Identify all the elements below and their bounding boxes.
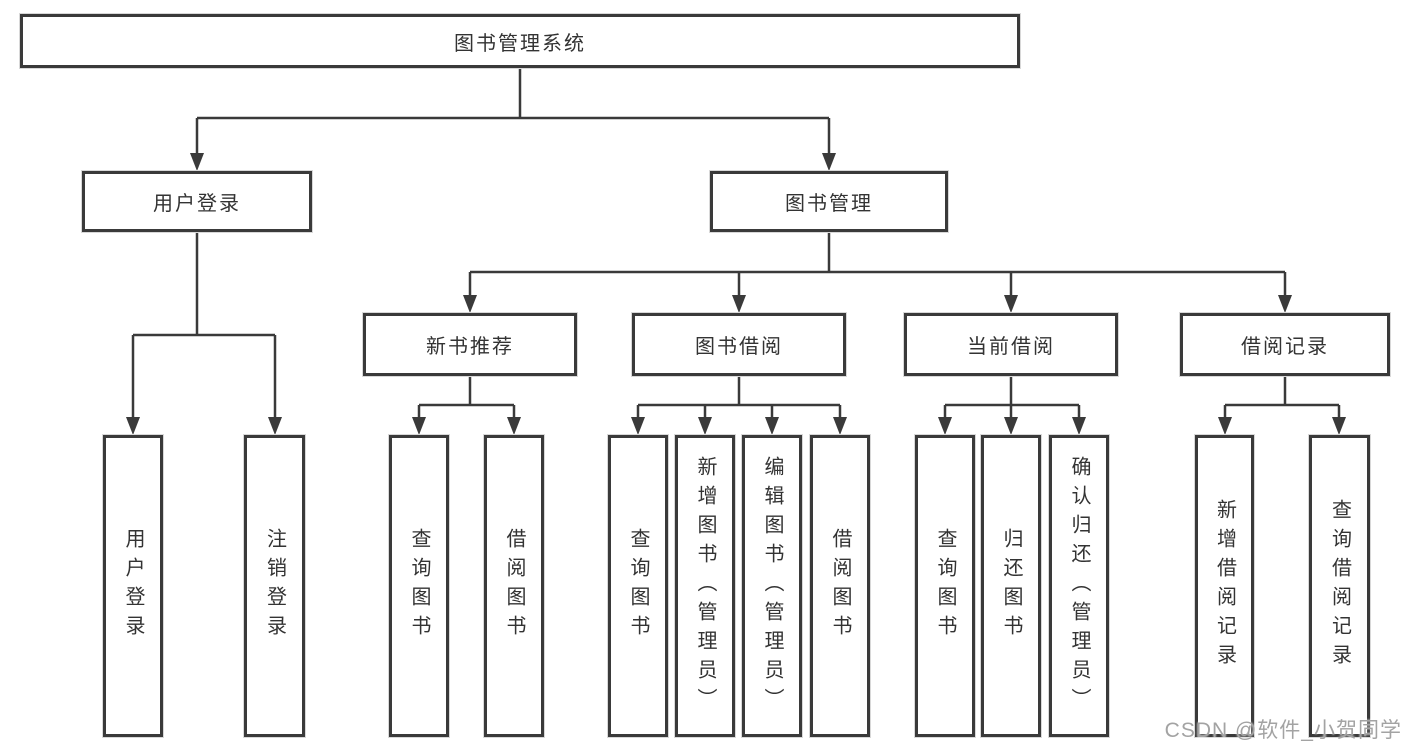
node-user-login: 用户登录 [82,171,312,232]
node-borrow-records: 借阅记录 [1180,313,1390,376]
leaf-query-books-recommend: 查询图书 [389,435,449,737]
leaf-return-book: 归还图书 [981,435,1041,737]
connector-root-to-level2 [195,68,831,156]
leaf-logout: 注销登录 [244,435,305,737]
connector-bookmgmt-to-level3 [468,232,1287,298]
node-label: 确认归还（管理员） [1068,455,1090,717]
csdn-watermark: CSDN @软件_小贺同学 [1164,719,1402,742]
connector-borrow-to-leaves [636,376,842,420]
leaf-query-books-current: 查询图书 [915,435,975,737]
connector-userlogin-to-leaves [131,232,277,420]
node-label: 用户登录 [122,528,144,644]
leaf-borrow-books-borrow: 借阅图书 [810,435,870,737]
leaf-query-borrow-record: 查询借阅记录 [1309,435,1370,737]
node-label: 新书推荐 [426,336,514,358]
node-book-borrow: 图书借阅 [632,313,846,376]
connector-newbook-to-leaves [417,376,516,420]
leaf-borrow-books-recommend: 借阅图书 [484,435,544,737]
node-current-borrow: 当前借阅 [904,313,1118,376]
node-label: 归还图书 [1000,528,1022,644]
leaf-edit-book-admin: 编辑图书（管理员） [742,435,802,737]
node-label: 当前借阅 [967,336,1055,358]
node-label: 新增图书（管理员） [694,455,716,717]
leaf-query-books-borrow: 查询图书 [608,435,668,737]
node-label: 借阅记录 [1241,336,1329,358]
node-label: 查询图书 [934,528,956,644]
arrowheads [126,153,1346,435]
leaf-add-borrow-record: 新增借阅记录 [1195,435,1254,737]
node-label: 查询图书 [627,528,649,644]
node-label: 编辑图书（管理员） [761,455,783,717]
connector-current-to-leaves [943,376,1081,420]
node-label: 用户登录 [153,193,241,215]
node-label: 查询借阅记录 [1328,499,1351,673]
leaf-add-book-admin: 新增图书（管理员） [675,435,735,737]
node-label: 借阅图书 [829,528,851,644]
node-label: 注销登录 [263,528,286,644]
node-label: 图书管理 [785,193,873,215]
leaf-confirm-return-admin: 确认归还（管理员） [1049,435,1109,737]
node-book-management: 图书管理 [710,171,948,232]
node-label: 图书借阅 [695,336,783,358]
node-label: 新增借阅记录 [1213,499,1236,673]
node-root: 图书管理系统 [20,14,1020,68]
node-label: 借阅图书 [503,528,525,644]
connector-records-to-leaves [1223,376,1341,420]
node-label: 图书管理系统 [454,32,586,55]
node-new-book-recommend: 新书推荐 [363,313,577,376]
leaf-user-login: 用户登录 [103,435,163,737]
node-label: 查询图书 [408,528,430,644]
